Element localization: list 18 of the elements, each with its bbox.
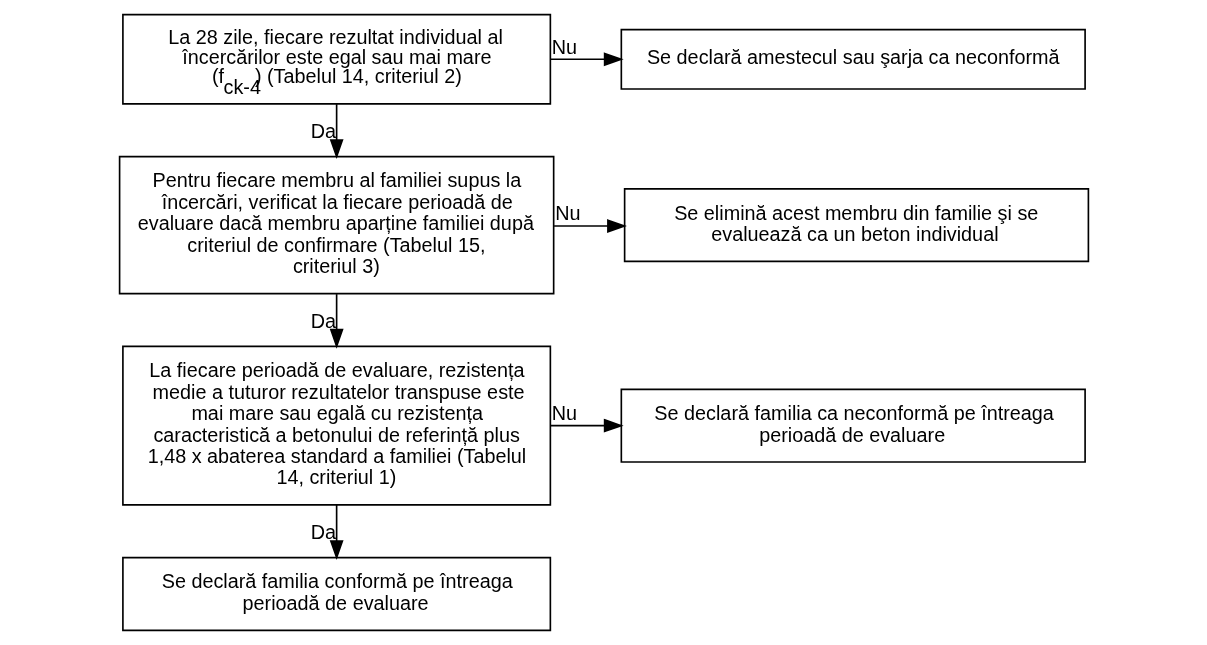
arrow [329,293,344,349]
edge-label: Nu [554,202,580,225]
arrow [549,418,624,433]
node-box: Se declară familia conformă pe întreaga perioadă de evaluare [121,556,551,632]
edge-label: Da [310,520,336,543]
node-box: Se declară familia ca neconformă pe întreaga perioadă de evaluare [620,388,1086,463]
arrow [552,219,627,233]
node-box: La fiecare perioadă de evaluare, rezistența medie a tuturor rezultatelor transpuse este mai mare sau egală cu rezistența caracteristică a betonului de referință plus 1,48 x abaterea standard a familiei (Tabelul 14, criteriul 1) [121,345,551,506]
node-box: Se elimină acest membru din familie şi se evaluează ca un beton individual [623,188,1089,263]
edge-label: Da [310,119,336,142]
arrow [329,103,344,159]
arrow [329,504,344,561]
arrow [549,52,624,67]
node-box: Se declară amestecul sau şarja ca neconformă [620,28,1086,90]
edge-label: Da [310,309,336,332]
edge-label: Nu [551,35,577,58]
node-box: Pentru fiecare membru al familiei supus la încercări, verificat la fiecare perioadă de evaluare dacă membru aparține familiei după criteriul de confirmare (Tabelul 15, criteriul 3) [118,155,554,295]
edge-label: Nu [551,402,577,425]
